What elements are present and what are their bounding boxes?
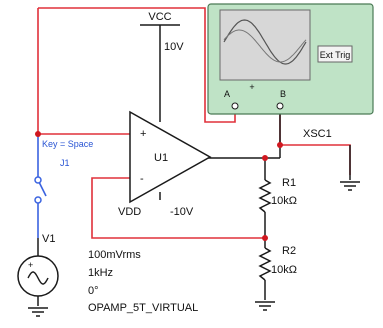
junction-dot — [262, 155, 268, 161]
r1-value: 10kΩ — [271, 195, 297, 207]
scope-terminal-b[interactable] — [276, 102, 284, 110]
switch-contact-bottom — [34, 196, 42, 204]
scope-ref-label: XSC1 — [303, 128, 332, 140]
scope-waveform — [223, 19, 307, 65]
switch-contact-top — [34, 176, 42, 184]
scope-channel-a: A — [224, 89, 230, 99]
switch-key-label: Key = Space — [42, 139, 93, 149]
r2-value: 10kΩ — [271, 264, 297, 276]
blue-wires — [37, 134, 47, 238]
vdd-value: -10V — [170, 206, 194, 218]
scope-plus-sign: + — [249, 82, 254, 92]
r1-ref: R1 — [282, 177, 296, 189]
ext-trig-label: Ext Trig — [320, 50, 351, 60]
source-amplitude: 100mVrms — [88, 249, 141, 261]
opamp-ref: U1 — [154, 152, 168, 164]
vdd-supply: VDD -10V — [118, 206, 194, 218]
opamp-minus-sign: - — [140, 173, 144, 185]
opamp-model: OPAMP_5T_VIRTUAL — [88, 302, 198, 314]
opamp-triangle-icon[interactable] — [129, 110, 212, 204]
vcc-value: 10V — [164, 41, 184, 53]
wire-top-loop — [38, 7, 236, 123]
ac-source-icon[interactable]: + — [17, 255, 59, 297]
switch-ref: J1 — [60, 158, 70, 168]
scope-channel-b: B — [280, 89, 286, 99]
r2-ref: R2 — [282, 245, 296, 257]
resistor-zigzag-icon[interactable] — [258, 179, 272, 213]
vcc-name: VCC — [148, 11, 171, 23]
scope-screen — [219, 9, 311, 81]
source-plus-sign: + — [28, 260, 33, 270]
junction-dot — [35, 131, 41, 137]
source-phase: 0° — [88, 285, 99, 297]
oscilloscope-xsc1[interactable]: Ext Trig A B + — [207, 3, 374, 115]
opamp-plus-sign: + — [140, 128, 146, 140]
ground-icon — [28, 307, 48, 317]
junction-dot — [262, 235, 268, 241]
wire-noninverting-input — [37, 8, 136, 135]
vdd-name: VDD — [118, 206, 141, 218]
junction-dot — [277, 142, 283, 148]
ground-icon — [255, 301, 275, 311]
wire-output-to-scope — [279, 108, 351, 175]
source-ref: V1 — [42, 233, 55, 245]
source-frequency: 1kHz — [88, 267, 113, 279]
scope-waveform-b — [223, 29, 307, 63]
wire-feedback — [91, 177, 265, 239]
vcc-supply: VCC 10V — [140, 11, 184, 53]
ground-icon — [340, 181, 360, 191]
resistor-zigzag-icon[interactable] — [258, 247, 272, 281]
junction-dots — [35, 131, 283, 241]
ext-trig-box — [317, 45, 353, 63]
scope-terminal-a[interactable] — [231, 102, 239, 110]
